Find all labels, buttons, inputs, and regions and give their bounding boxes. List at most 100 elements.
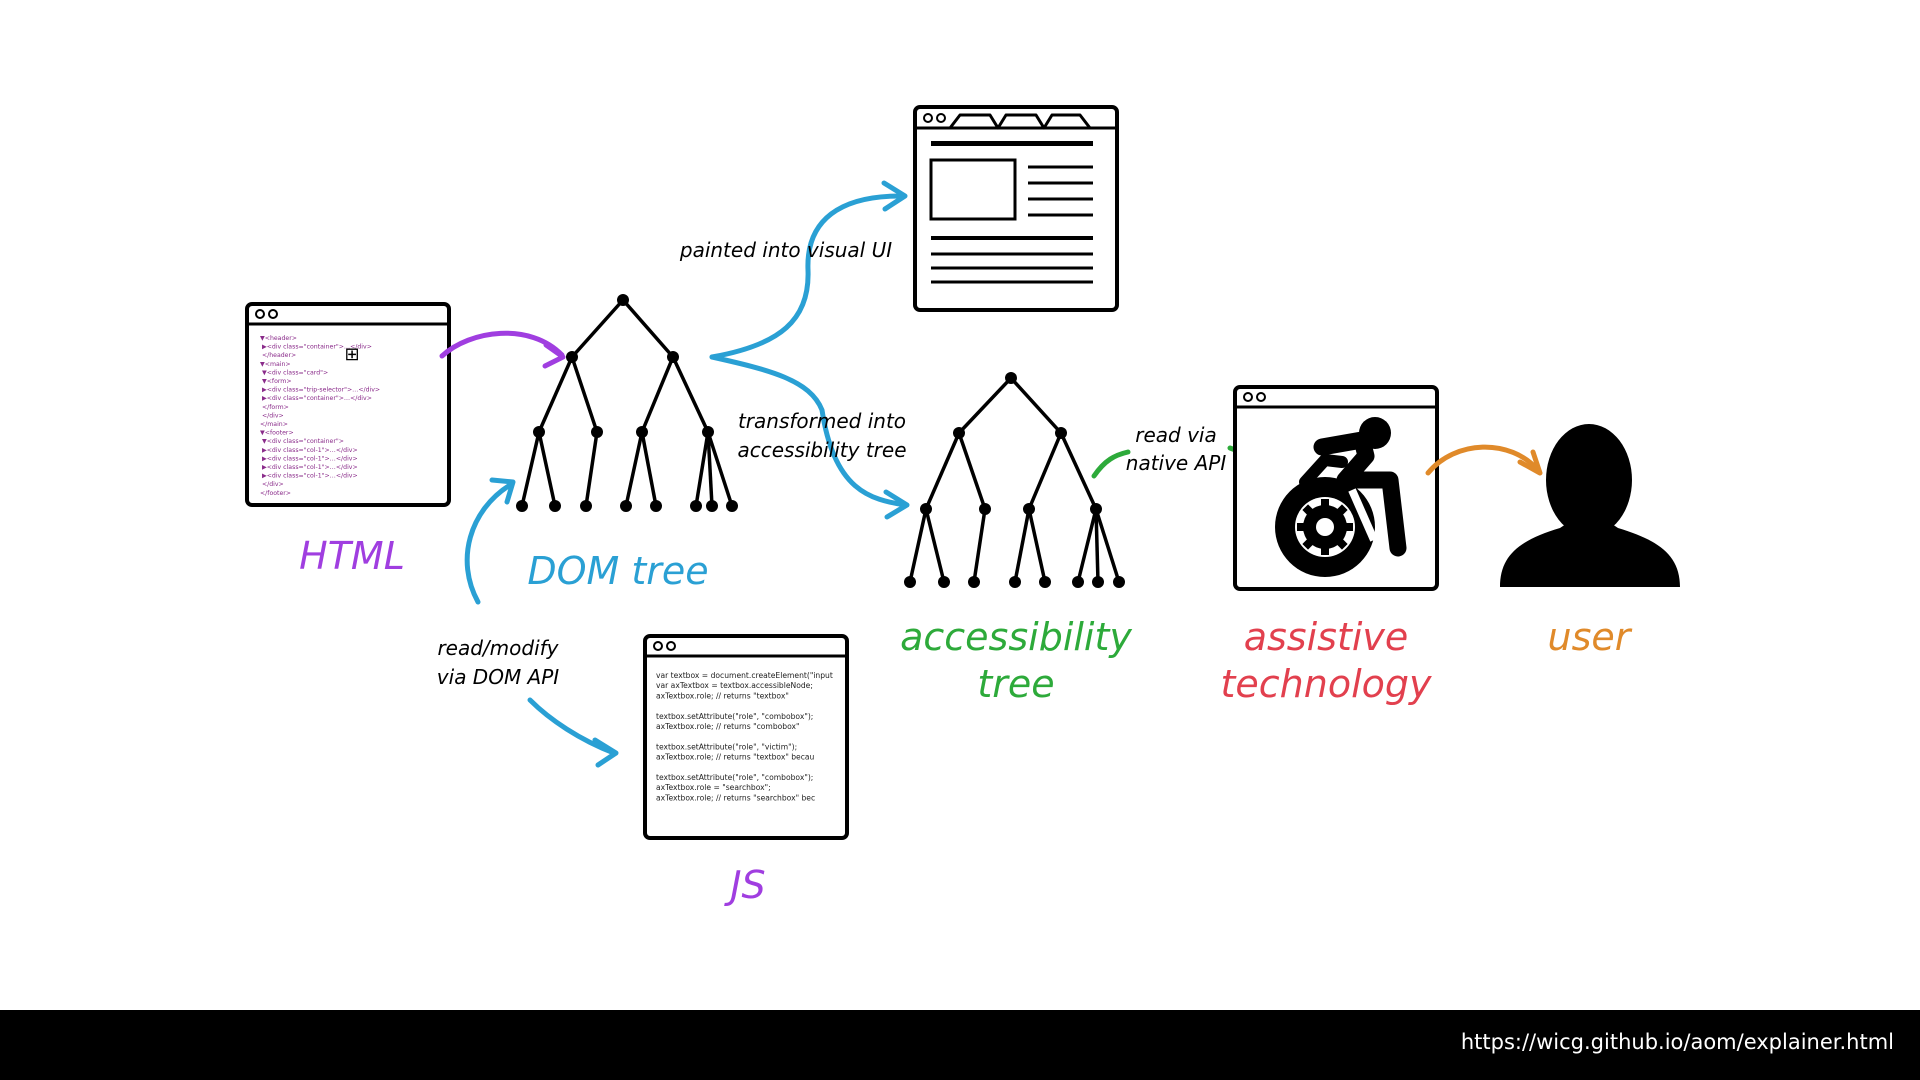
html-label: HTML <box>299 534 405 578</box>
html-code-line: </header> <box>260 352 296 359</box>
footer-bar: https://wicg.github.io/aom/explainer.htm… <box>0 1010 1920 1080</box>
tree-node <box>702 426 714 438</box>
tree-edge <box>706 431 714 507</box>
tree-node <box>1005 372 1017 384</box>
tree-edge <box>924 432 961 510</box>
tree-edge <box>1013 508 1031 583</box>
tree-node <box>904 576 916 588</box>
painted-annotation: painted into visual UI <box>679 238 892 262</box>
tree-node <box>920 503 932 515</box>
tree-edge <box>1059 432 1098 510</box>
tree-edge <box>972 508 987 583</box>
tree-node <box>1090 503 1102 515</box>
tree-node <box>516 500 528 512</box>
tree-edge <box>570 298 625 359</box>
html-code-line: ▶<div class="container">…</div> <box>260 395 372 402</box>
tree-edge <box>1094 508 1100 583</box>
html-code-line: </div> <box>260 481 284 488</box>
tree-node <box>1055 427 1067 439</box>
html-code-line: </div> <box>260 412 284 419</box>
tree-node <box>591 426 603 438</box>
tree-edge <box>924 508 946 583</box>
js-code-line: var textbox = document.createElement("in… <box>656 671 833 680</box>
tree-edge <box>640 431 658 507</box>
js-code-line: axTextbox.role; // returns "textbox" <box>656 691 789 700</box>
tree-edge <box>520 431 541 507</box>
html-code-line: </footer> <box>260 490 291 497</box>
js-code-line: axTextbox.role; // returns "textbox" bec… <box>656 753 815 762</box>
tree-node <box>938 576 950 588</box>
read-native-annotation-line2: native API <box>1126 451 1227 475</box>
html-code-line: ▼<main> <box>260 361 291 368</box>
tree-node <box>636 426 648 438</box>
js-code-line: axTextbox.role; // returns "combobox" <box>656 722 800 731</box>
tree-edge <box>957 376 1013 435</box>
read-modify-annotation-line1: read/modify <box>437 636 559 660</box>
tree-edge <box>1076 508 1098 583</box>
visual-ui-window <box>913 105 1119 312</box>
html-window: ▼<header> ▶<div class="container">…</div… <box>245 302 451 507</box>
tree-node <box>1113 576 1125 588</box>
tree-edge <box>671 356 710 433</box>
at-to-user-arrow <box>1425 444 1543 476</box>
tree-node <box>726 500 738 512</box>
tree-node <box>1009 576 1021 588</box>
tree-edge <box>706 431 734 507</box>
tree-node <box>566 351 578 363</box>
tree-edge <box>624 431 644 507</box>
js-code-line: var axTextbox = textbox.accessibleNode; <box>656 681 813 690</box>
html-code-line: ▼<div class="card"> <box>260 369 328 376</box>
tree-node <box>968 576 980 588</box>
html-code-line: ▼<form> <box>260 378 292 385</box>
accessibility-tree-label-line2: tree <box>977 662 1054 706</box>
tree-node <box>1092 576 1104 588</box>
tree-node <box>1039 576 1051 588</box>
html-code-line: ▶<div class="trip-selector">…</div> <box>260 387 380 394</box>
js-label: JS <box>723 863 765 907</box>
html-code-line: ▶<div class="container">…</div> <box>260 344 372 351</box>
expand-icon: ⊞ <box>344 344 359 365</box>
window-dots-icon <box>255 309 278 319</box>
accessibility-tree-label-line1: accessibility <box>900 615 1132 659</box>
tree-edge <box>537 356 574 433</box>
tree-edge <box>908 508 928 583</box>
accessibility-tree-graphic <box>904 372 1125 588</box>
html-code-line: </main> <box>260 421 288 428</box>
html-code-line: ▼<div class="container"> <box>260 438 344 445</box>
tree-node <box>706 500 718 512</box>
user-label: user <box>1548 615 1633 659</box>
js-code-listing: var textbox = document.createElement("in… <box>656 671 833 802</box>
tree-node <box>620 500 632 512</box>
tree-node <box>650 500 662 512</box>
dom-tree-graphic <box>516 294 738 512</box>
assistive-technology-label-line1: assistive <box>1244 615 1409 659</box>
html-code-line: ▶<div class="col-1">…</div> <box>260 455 358 462</box>
read-native-annotation-line1: read via <box>1135 423 1216 447</box>
tree-node <box>1072 576 1084 588</box>
tree-node <box>617 294 629 306</box>
tree-edge <box>694 431 710 507</box>
html-to-dom-arrow <box>439 330 566 369</box>
dom-tree-label: DOM tree <box>527 549 708 593</box>
tree-edge <box>1009 376 1063 435</box>
js-code-line: textbox.setAttribute("role", "victim"); <box>656 742 797 751</box>
tree-edge <box>957 432 987 510</box>
tree-node <box>549 500 561 512</box>
wheelchair-gear-icon <box>1275 417 1407 577</box>
tree-node <box>953 427 965 439</box>
js-dom-arrows <box>464 477 619 768</box>
tree-node <box>533 426 545 438</box>
tree-edge <box>1027 508 1047 583</box>
tree-edge <box>1027 432 1063 510</box>
footer-url-link[interactable]: https://wicg.github.io/aom/explainer.htm… <box>1460 1030 1894 1054</box>
tree-edge <box>570 356 599 433</box>
tree-edge <box>621 298 675 359</box>
js-code-line: axTextbox.role; // returns "searchbox" b… <box>656 793 815 802</box>
html-code-line: ▶<div class="col-1">…</div> <box>260 447 358 454</box>
read-modify-annotation-line2: via DOM API <box>437 665 560 689</box>
tree-edge <box>537 431 557 507</box>
js-code-line: textbox.setAttribute("role", "combobox")… <box>656 773 813 782</box>
transformed-annotation-line1: transformed into <box>738 409 906 433</box>
tree-node <box>690 500 702 512</box>
html-code-line: ▶<div class="col-1">…</div> <box>260 464 358 471</box>
